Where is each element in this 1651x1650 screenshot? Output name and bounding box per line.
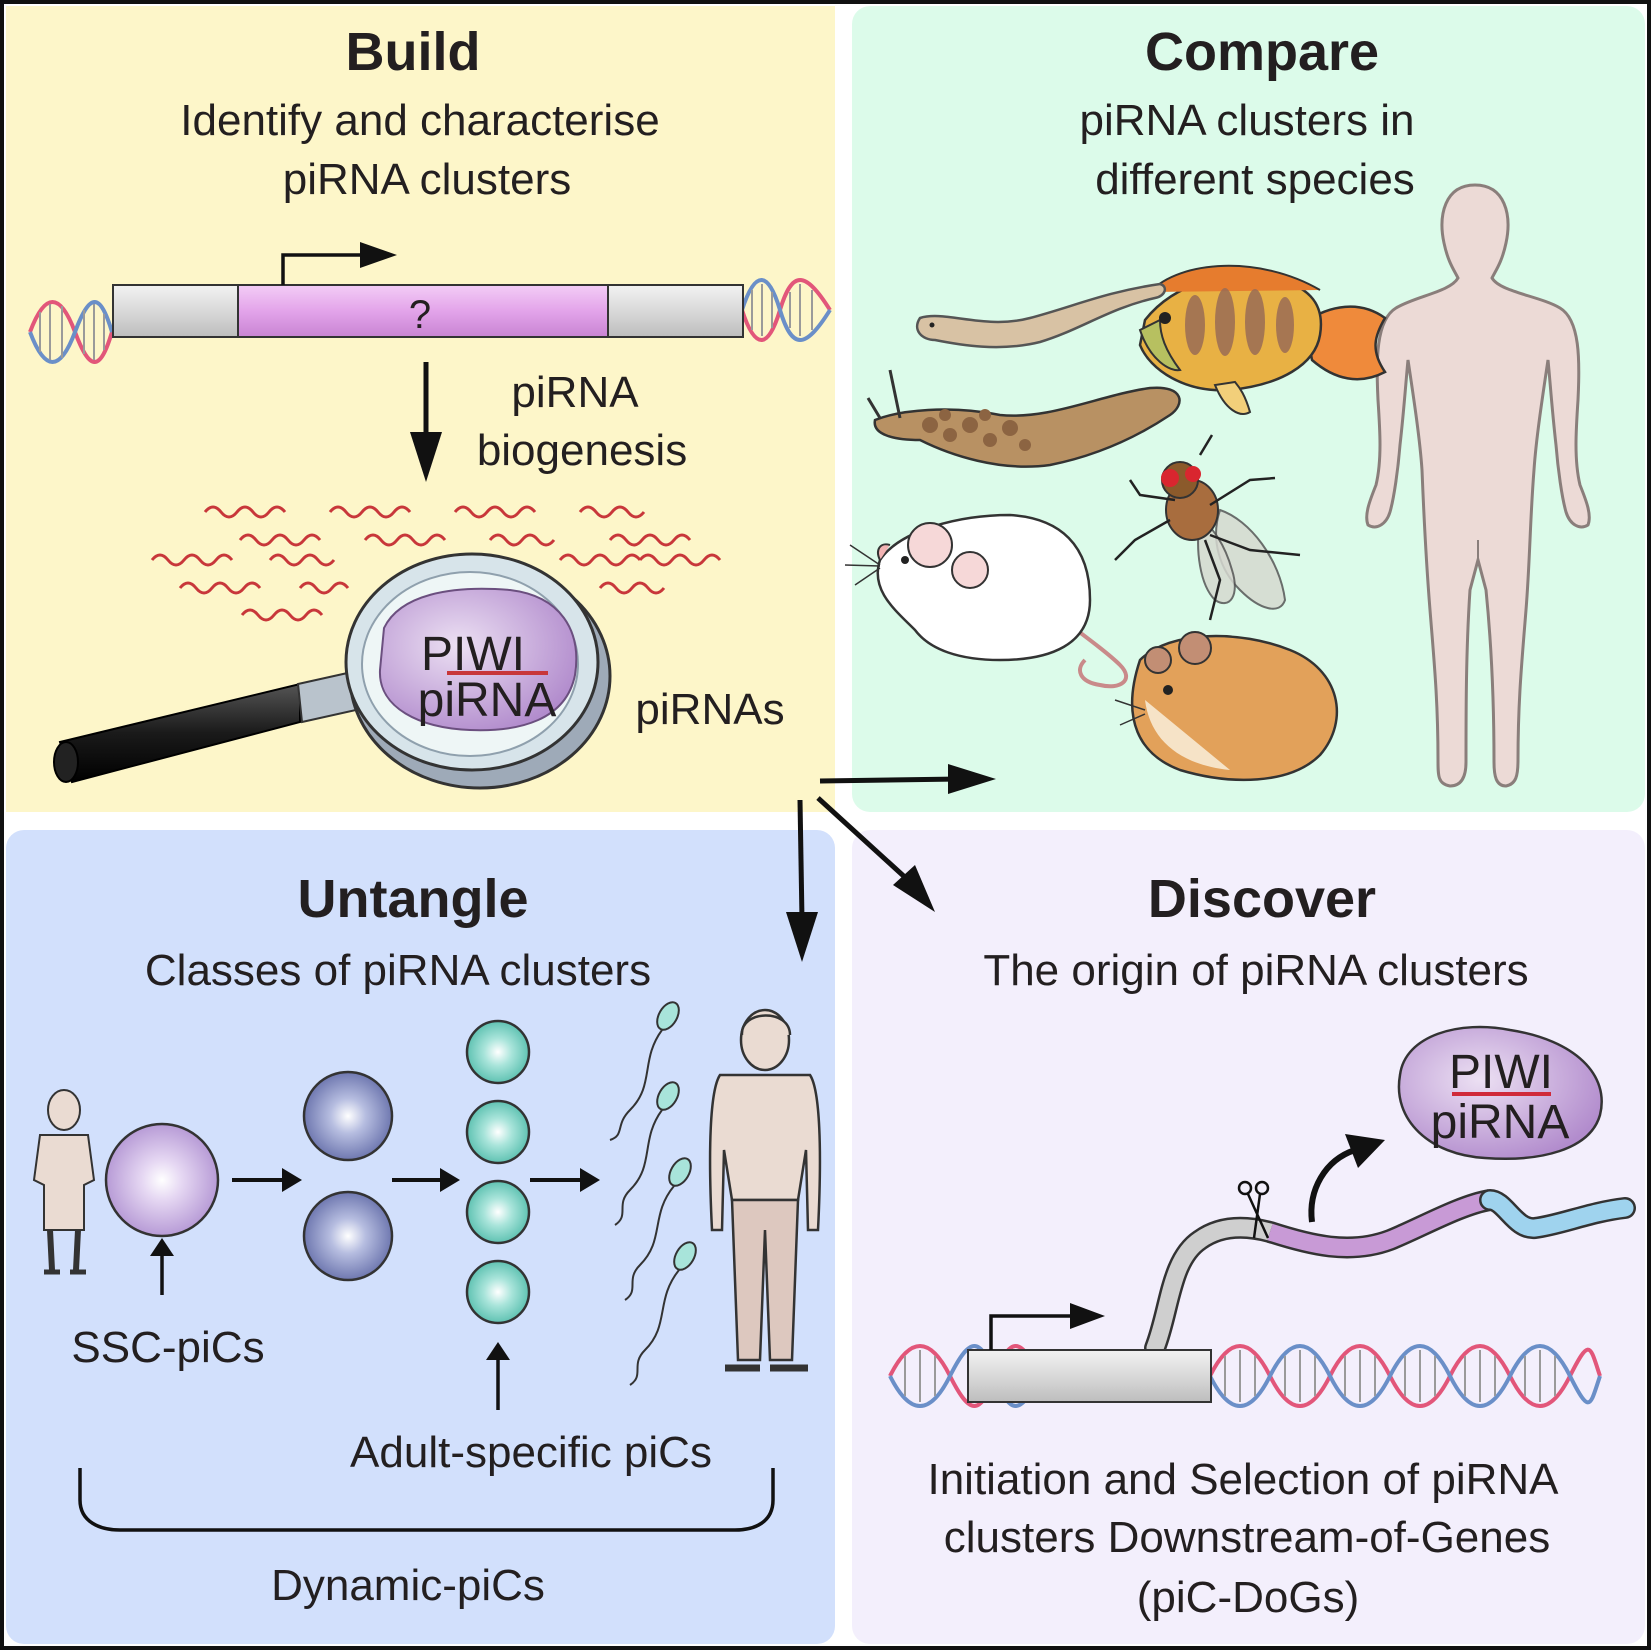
lens-pirna-label: piRNA [418,674,557,727]
spermatocyte-cell [302,1190,394,1282]
stage-arrow [282,1168,302,1192]
build-subtitle-line2: piRNA clusters [283,155,572,204]
spermatid-cell [465,1259,531,1325]
hamster-icon [1114,631,1339,782]
compare-title: Compare [1145,22,1379,82]
compare-subtitle-line2: different species [1095,155,1415,204]
pirna-molecules [150,505,722,622]
biogenesis-label-line1: piRNA [511,368,639,417]
discover-subtitle: The origin of piRNA clusters [983,946,1528,995]
spermatid-cell [465,1179,531,1245]
slug-icon [866,369,1181,468]
human-icon [1365,183,1591,788]
promoter-arrow-icon [281,242,397,285]
gene-transcript [1146,1219,1279,1357]
pirna-cluster-locus: ? [112,284,744,338]
stage-arrow [580,1168,600,1192]
spermatozoa-icon [609,1001,697,1386]
biogenesis-label-line2: biogenesis [477,426,687,475]
fish-icon [1138,264,1387,415]
ssc-cell [104,1122,220,1238]
piwi-pirna-complex: PIWI piRNA [1397,1025,1603,1160]
processing-arrow [1308,1147,1357,1223]
dynamic-pics-label: Dynamic-piCs [271,1561,545,1610]
blob-piwi-label: PIWI [1449,1046,1553,1099]
dna-helix-icon [28,300,114,364]
compare-subtitle-line1: piRNA clusters in [1079,96,1414,145]
spermatocyte-cell [302,1070,394,1162]
flatworm-icon [915,282,1167,349]
spermatid-cell [465,1019,531,1085]
pirna-precursor-transcript [1267,1191,1492,1256]
adult-man-icon [708,1008,822,1372]
build-title: Build [346,22,481,82]
adult-specific-pics-label: Adult-specific piCs [350,1428,712,1477]
spermatid-cell [465,1099,531,1165]
untangle-panel [6,830,835,1644]
downstream-transcript [1481,1191,1634,1237]
untangle-title: Untangle [297,869,528,929]
promoter-arrow-icon [989,1303,1105,1350]
ssc-pics-label: SSC-piCs [71,1323,264,1372]
blob-pirna-label: piRNA [1431,1096,1570,1149]
pirnas-label: piRNAs [635,685,784,734]
to-untangle-arrow [786,799,818,962]
unknown-mark: ? [409,293,431,337]
dynamic-pics-bracket [78,1468,775,1532]
mouse-icon [844,513,1129,689]
discover-title: Discover [1148,869,1376,929]
fly-icon [1114,434,1301,621]
discover-caption-line2: clusters Downstream-of-Genes [944,1513,1550,1562]
to-discover-arrow [816,796,935,912]
build-subtitle-line1: Identify and characterise [180,96,659,145]
scissors-icon [1237,1180,1270,1239]
dna-helix-icon [740,278,832,342]
to-compare-arrow [819,764,996,794]
gene-body [967,1349,1212,1403]
discover-caption-line1: Initiation and Selection of piRNA [927,1455,1559,1504]
biogenesis-arrow [410,362,442,482]
magnifier-icon: PIWI piRNA [53,552,612,790]
stage-arrow [440,1168,460,1192]
boy-icon [32,1089,96,1275]
untangle-subtitle: Classes of piRNA clusters [145,946,651,995]
dna-helix-icon [888,1344,1602,1408]
discover-caption-line3: (piC-DoGs) [1137,1573,1359,1622]
